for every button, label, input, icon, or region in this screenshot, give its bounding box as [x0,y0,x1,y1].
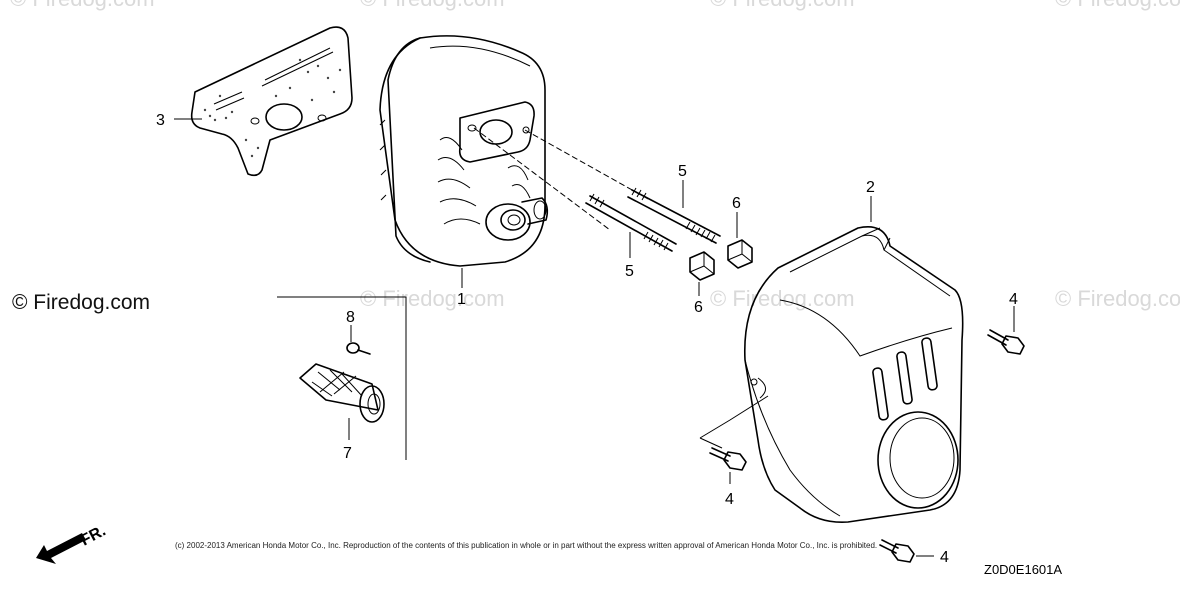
part-2-protector-cover[interactable] [743,226,964,524]
part-7-spark-arrester[interactable] [299,363,385,423]
watermark: © Firedog.com [1055,0,1180,11]
callout-2: 2 [866,179,875,196]
callout-1: 1 [457,291,466,308]
part-6-nut[interactable] [727,239,753,269]
callout-3: 3 [156,112,165,129]
part-3-protector[interactable] [190,26,353,177]
leader-line [699,437,723,449]
part-4-bolt[interactable] [709,447,747,471]
part-4-bolt[interactable] [879,539,915,563]
callout-5b: 5 [625,263,634,280]
callout-4b: 4 [725,491,734,508]
watermark: © Firedog.com [710,0,855,11]
part-1-muffler[interactable] [379,35,549,267]
watermark: © Firedog.com [710,286,855,311]
assembly-line [473,127,651,231]
group-bracket [277,296,407,460]
callout-7: 7 [343,445,352,462]
callout-6a: 6 [732,195,741,212]
callout-4c: 4 [940,549,949,566]
watermark: © Firedog.com [360,0,505,11]
callout-4a: 4 [1009,291,1018,308]
watermark: © Firedog.com [360,286,505,311]
copyright-notice: (c) 2002-2013 American Honda Motor Co., … [175,541,877,550]
brand-text: © Firedog.com [12,291,150,314]
part-5-stud[interactable] [627,187,721,244]
leader-line [699,395,769,439]
part-5-stud[interactable] [585,193,677,252]
direction-label: FR. [78,522,109,549]
diagram-code: Z0D0E1601A [984,562,1062,577]
watermark: © Firedog.com [10,0,155,11]
callout-8: 8 [346,309,355,326]
part-4-bolt[interactable] [987,329,1025,355]
part-6-nut[interactable] [689,251,715,281]
callout-6b: 6 [694,299,703,316]
callout-5a: 5 [678,163,687,180]
part-8-screw[interactable] [346,342,371,355]
front-direction-arrow-icon [36,533,86,564]
watermark: © Firedog.com [1055,286,1180,311]
